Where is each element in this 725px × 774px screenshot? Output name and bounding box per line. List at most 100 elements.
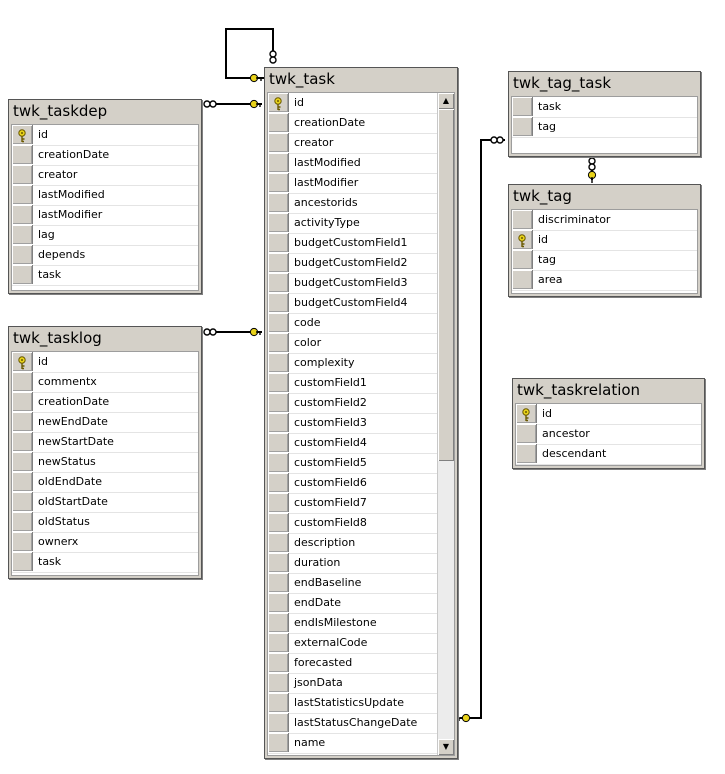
- row-selector[interactable]: [268, 213, 289, 232]
- row-selector[interactable]: [268, 453, 289, 472]
- column-row-depends[interactable]: depends: [12, 245, 198, 266]
- row-selector[interactable]: [12, 452, 33, 471]
- column-row-ancestor[interactable]: ancestor: [516, 424, 701, 445]
- column-row-customfield3[interactable]: customField3: [268, 413, 438, 434]
- column-row-newstartdate[interactable]: newStartDate: [12, 432, 198, 453]
- column-row-customfield8[interactable]: customField8: [268, 513, 438, 534]
- column-row-jsondata[interactable]: jsonData: [268, 673, 438, 694]
- row-selector[interactable]: [268, 113, 289, 132]
- row-selector[interactable]: [268, 653, 289, 672]
- column-row-id[interactable]: id: [516, 404, 701, 425]
- row-selector[interactable]: [512, 230, 533, 249]
- row-selector[interactable]: [516, 404, 537, 423]
- scroll-up-arrow-icon[interactable]: ▲: [438, 93, 454, 109]
- column-row-budgetcustomfield1[interactable]: budgetCustomField1: [268, 233, 438, 254]
- column-row-id[interactable]: id: [12, 352, 198, 373]
- column-row-endismilestone[interactable]: endIsMilestone: [268, 613, 438, 634]
- row-selector[interactable]: [268, 393, 289, 412]
- column-row-newenddate[interactable]: newEndDate: [12, 412, 198, 433]
- row-selector[interactable]: [268, 353, 289, 372]
- row-selector[interactable]: [268, 173, 289, 192]
- row-selector[interactable]: [268, 593, 289, 612]
- column-row-forecasted[interactable]: forecasted: [268, 653, 438, 674]
- column-row-task[interactable]: task: [12, 265, 198, 286]
- row-selector[interactable]: [12, 532, 33, 551]
- column-row-enddate[interactable]: endDate: [268, 593, 438, 614]
- column-row-laststatisticsupdate[interactable]: lastStatisticsUpdate: [268, 693, 438, 714]
- column-row-ownerx[interactable]: ownerx: [12, 532, 198, 553]
- row-selector[interactable]: [268, 153, 289, 172]
- row-selector[interactable]: [12, 472, 33, 491]
- row-selector[interactable]: [268, 413, 289, 432]
- column-row-description[interactable]: description: [268, 533, 438, 554]
- column-row-complexity[interactable]: complexity: [268, 353, 438, 374]
- row-selector[interactable]: [516, 424, 537, 443]
- column-row-customfield2[interactable]: customField2: [268, 393, 438, 414]
- column-row-duration[interactable]: duration: [268, 553, 438, 574]
- row-selector[interactable]: [12, 512, 33, 531]
- scrollbar[interactable]: ▲ ▼: [437, 93, 454, 755]
- column-row-activitytype[interactable]: activityType: [268, 213, 438, 234]
- column-row-lastmodified[interactable]: lastModified: [12, 185, 198, 206]
- column-row-name[interactable]: name: [268, 733, 438, 754]
- row-selector[interactable]: [12, 432, 33, 451]
- column-row-customfield7[interactable]: customField7: [268, 493, 438, 514]
- row-selector[interactable]: [268, 513, 289, 532]
- row-selector[interactable]: [268, 293, 289, 312]
- row-selector[interactable]: [268, 553, 289, 572]
- row-selector[interactable]: [12, 265, 33, 284]
- column-row-lastmodifier[interactable]: lastModifier: [12, 205, 198, 226]
- column-row-laststatuschangedate[interactable]: lastStatusChangeDate: [268, 713, 438, 734]
- row-selector[interactable]: [268, 633, 289, 652]
- column-row-creator[interactable]: creator: [268, 133, 438, 154]
- column-row-id[interactable]: id: [12, 125, 198, 146]
- row-selector[interactable]: [12, 372, 33, 391]
- row-selector[interactable]: [268, 713, 289, 732]
- row-selector[interactable]: [12, 245, 33, 264]
- column-row-descendant[interactable]: descendant: [516, 444, 701, 465]
- row-selector[interactable]: [268, 233, 289, 252]
- row-selector[interactable]: [12, 185, 33, 204]
- row-selector[interactable]: [268, 533, 289, 552]
- row-selector[interactable]: [512, 97, 533, 116]
- row-selector[interactable]: [512, 117, 533, 136]
- row-selector[interactable]: [12, 205, 33, 224]
- column-row-creationdate[interactable]: creationDate: [268, 113, 438, 134]
- row-selector[interactable]: [268, 433, 289, 452]
- row-selector[interactable]: [12, 352, 33, 371]
- column-row-oldstartdate[interactable]: oldStartDate: [12, 492, 198, 513]
- column-row-customfield5[interactable]: customField5: [268, 453, 438, 474]
- row-selector[interactable]: [512, 250, 533, 269]
- row-selector[interactable]: [268, 673, 289, 692]
- row-selector[interactable]: [12, 392, 33, 411]
- column-row-tag[interactable]: tag: [512, 250, 697, 271]
- column-row-commentx[interactable]: commentx: [12, 372, 198, 393]
- row-selector[interactable]: [12, 492, 33, 511]
- column-row-task[interactable]: task: [12, 552, 198, 573]
- row-selector[interactable]: [512, 270, 533, 289]
- column-row-endbaseline[interactable]: endBaseline: [268, 573, 438, 594]
- scrollbar-thumb[interactable]: [438, 109, 454, 461]
- column-row-creationdate[interactable]: creationDate: [12, 145, 198, 166]
- column-row-budgetcustomfield4[interactable]: budgetCustomField4: [268, 293, 438, 314]
- row-selector[interactable]: [268, 253, 289, 272]
- column-row-oldenddate[interactable]: oldEndDate: [12, 472, 198, 493]
- row-selector[interactable]: [268, 733, 289, 752]
- column-row-customfield6[interactable]: customField6: [268, 473, 438, 494]
- row-selector[interactable]: [12, 412, 33, 431]
- column-row-ancestorids[interactable]: ancestorids: [268, 193, 438, 214]
- row-selector[interactable]: [12, 125, 33, 144]
- column-row-lastmodifier[interactable]: lastModifier: [268, 173, 438, 194]
- column-row-area[interactable]: area: [512, 270, 697, 291]
- row-selector[interactable]: [516, 444, 537, 463]
- scroll-down-arrow-icon[interactable]: ▼: [438, 739, 454, 755]
- column-row-budgetcustomfield2[interactable]: budgetCustomField2: [268, 253, 438, 274]
